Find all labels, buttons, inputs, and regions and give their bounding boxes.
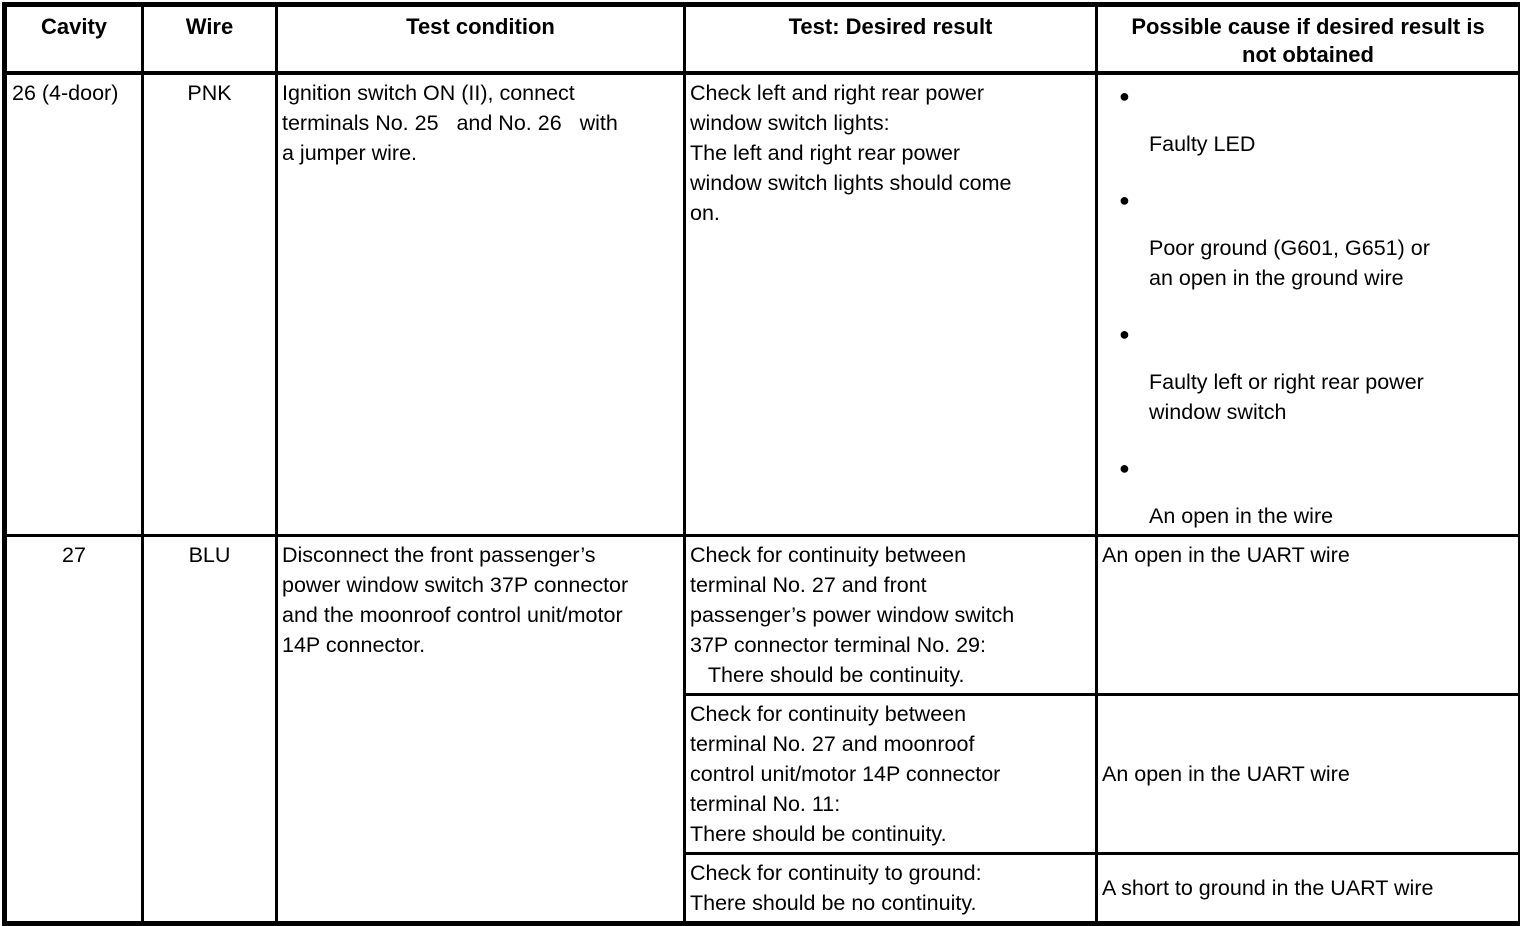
wire-cell-pnk: PNK <box>143 73 277 536</box>
cavity-cell-27: 27 <box>5 536 143 924</box>
header-row: Cavity Wire Test condition Test: Desired… <box>5 5 1520 74</box>
possible-cause-cell-27c: A short to ground in the UART wire <box>1097 854 1520 924</box>
cause-item: ● Faulty LED <box>1102 81 1514 159</box>
possible-cause-text: An open in the UART wire <box>1102 759 1514 789</box>
desired-result-text: Check for continuity between terminal No… <box>690 540 1091 690</box>
cause-item-label: Faulty LED <box>1149 129 1514 159</box>
desired-result-text: Check for continuity to ground: There sh… <box>690 858 1091 918</box>
wire-cell-blu: BLU <box>143 536 277 924</box>
bullet-icon: ● <box>1119 453 1514 483</box>
header-possible-cause: Possible cause if desired result is not … <box>1097 5 1520 74</box>
cause-item: ● Poor ground (G601, G651) or an open in… <box>1102 185 1514 293</box>
bullet-icon: ● <box>1119 319 1514 349</box>
table-row: 26 (4-door) PNK Ignition switch ON (II),… <box>5 73 1520 536</box>
header-test-condition: Test condition <box>277 5 685 74</box>
cause-item-label: Faulty left or right rear power window s… <box>1149 367 1514 427</box>
desired-result-text: Check for continuity between terminal No… <box>690 699 1091 849</box>
cavity-cell-26: 26 (4-door) <box>5 73 143 536</box>
cavity-value: 26 (4-door) <box>12 78 137 108</box>
desired-result-text: Check left and right rear power window s… <box>690 78 1091 228</box>
table-row: 27 BLU Disconnect the front passenger’s … <box>5 536 1520 695</box>
possible-cause-cell-26: ● Faulty LED ● Poor ground (G601, G651) … <box>1097 73 1520 536</box>
desired-result-cell-26: Check left and right rear power window s… <box>685 73 1097 536</box>
test-condition-text: Disconnect the front passenger’s power w… <box>282 540 679 660</box>
bullet-icon: ● <box>1119 81 1514 111</box>
bullet-icon: ● <box>1119 185 1514 215</box>
possible-cause-text: A short to ground in the UART wire <box>1102 873 1514 903</box>
test-condition-cell-27: Disconnect the front passenger’s power w… <box>277 536 685 924</box>
wire-value: PNK <box>148 78 271 108</box>
desired-result-cell-27a: Check for continuity between terminal No… <box>685 536 1097 695</box>
cavity-value: 27 <box>11 540 137 570</box>
cause-item: ● Faulty left or right rear power window… <box>1102 319 1514 427</box>
cause-item-label: Poor ground (G601, G651) or an open in t… <box>1149 233 1514 293</box>
desired-result-cell-27b: Check for continuity between terminal No… <box>685 695 1097 854</box>
wire-value: BLU <box>148 540 271 570</box>
header-wire: Wire <box>143 5 277 74</box>
cause-item-label: An open in the wire <box>1149 501 1514 531</box>
header-desired-result: Test: Desired result <box>685 5 1097 74</box>
header-cavity: Cavity <box>5 5 143 74</box>
possible-cause-cell-27a: An open in the UART wire <box>1097 536 1520 695</box>
test-condition-cell-26: Ignition switch ON (II), connect termina… <box>277 73 685 536</box>
test-condition-text: Ignition switch ON (II), connect termina… <box>282 78 679 168</box>
desired-result-cell-27c: Check for continuity to ground: There sh… <box>685 854 1097 924</box>
cause-item: ● An open in the wire <box>1102 453 1514 531</box>
possible-cause-cell-27b: An open in the UART wire <box>1097 695 1520 854</box>
possible-cause-text: An open in the UART wire <box>1102 540 1514 570</box>
